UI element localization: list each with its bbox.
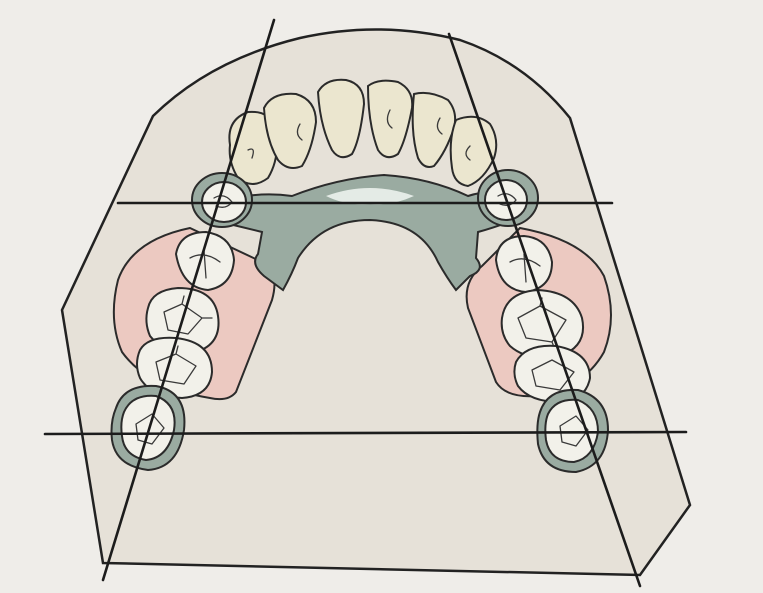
tooth-right-third-molar [545, 400, 598, 462]
right-premolar-clasp [478, 170, 538, 226]
left-molar-clasp [112, 386, 185, 470]
left-premolar-clasp [192, 173, 252, 227]
